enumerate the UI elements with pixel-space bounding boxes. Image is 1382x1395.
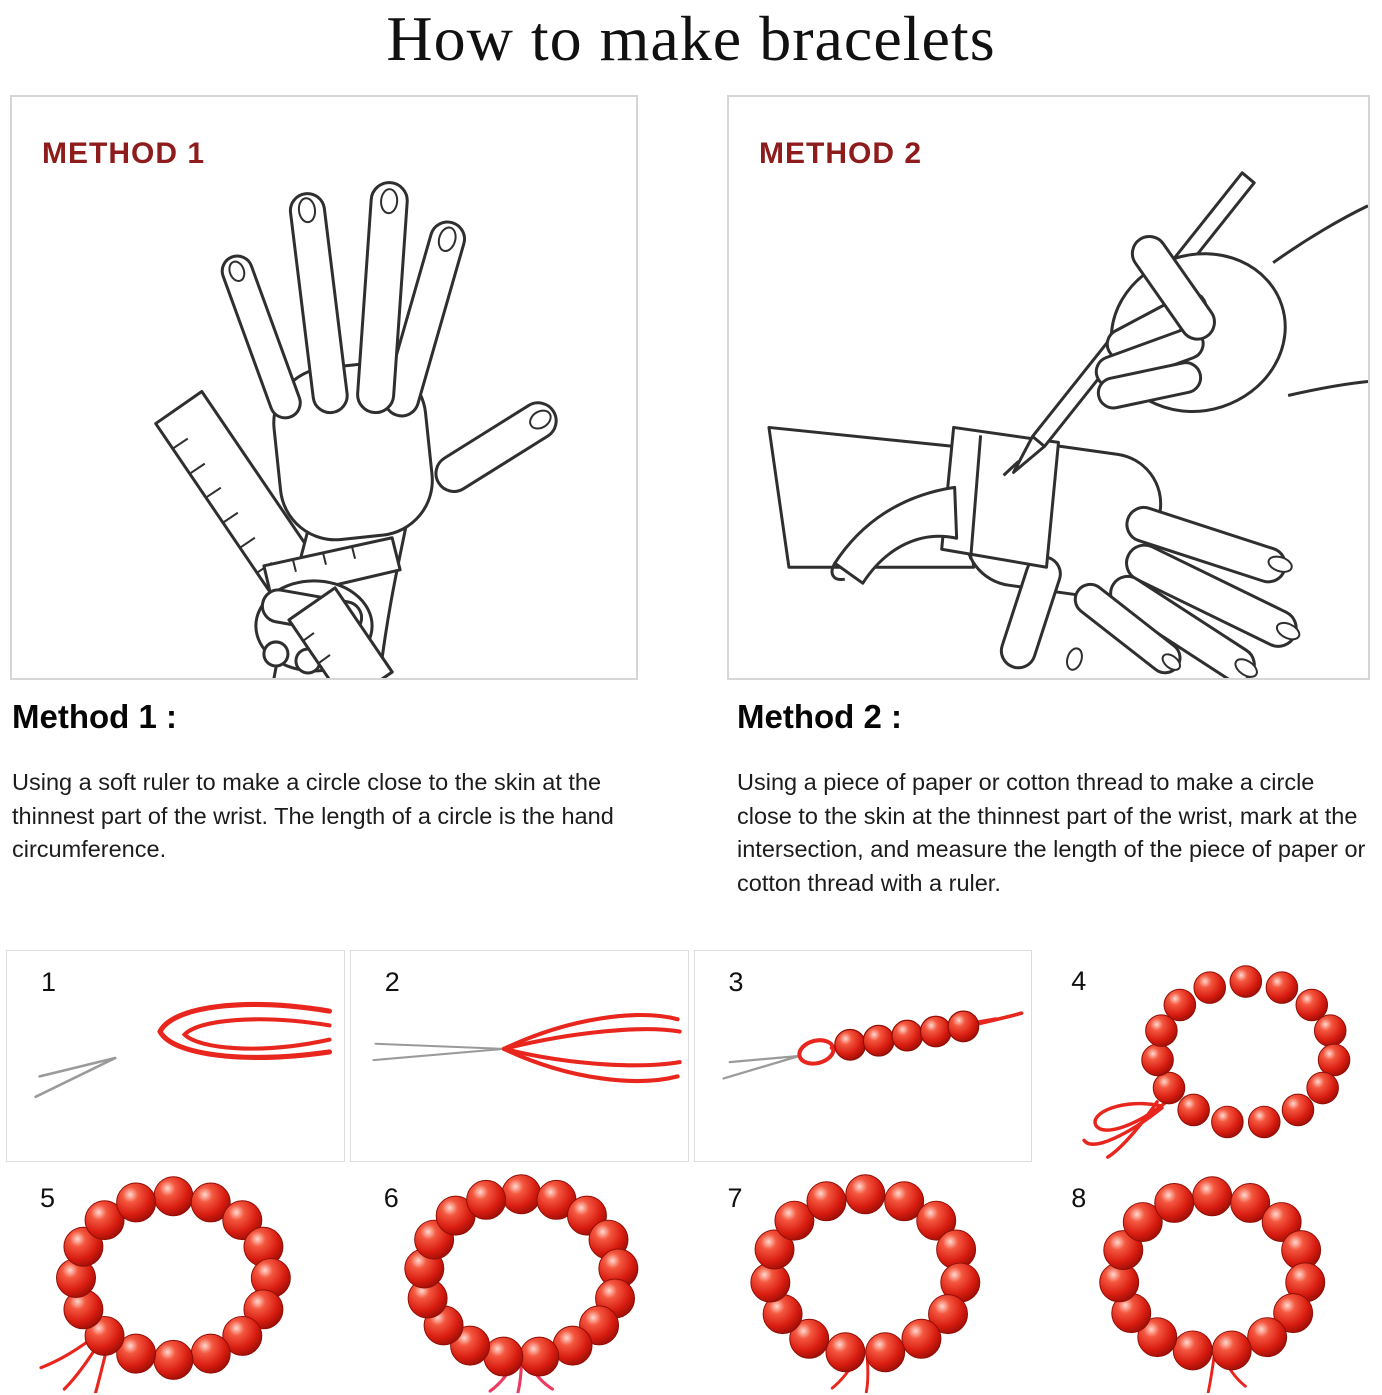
step4-illustration bbox=[1082, 965, 1351, 1159]
step1-illustration bbox=[34, 1002, 333, 1099]
method1-heading: Method 1 : bbox=[12, 698, 177, 735]
step-panel-8: 8 bbox=[1037, 1167, 1376, 1393]
method2-heading: Method 2 : bbox=[737, 698, 902, 735]
step-number: 2 bbox=[384, 967, 400, 997]
step3-illustration bbox=[721, 1010, 1023, 1080]
steps-grid: 1 2 bbox=[6, 950, 1376, 1393]
needle-icon bbox=[372, 1042, 505, 1062]
cord-loop-icon bbox=[1082, 1098, 1171, 1159]
fingernails bbox=[228, 188, 552, 430]
step-number: 3 bbox=[728, 967, 744, 997]
method2-panel: METHOD 2 bbox=[727, 95, 1370, 680]
bead-strand bbox=[833, 1010, 979, 1061]
paper-strip-icon bbox=[830, 425, 1060, 585]
method1-illustration bbox=[154, 181, 558, 678]
step-number: 8 bbox=[1071, 1183, 1087, 1213]
bracelet-illustration bbox=[749, 1174, 980, 1373]
tape-front-ticks bbox=[291, 546, 357, 573]
step-number: 7 bbox=[727, 1183, 743, 1213]
method1-panel: METHOD 1 bbox=[10, 95, 638, 680]
fingernails bbox=[1065, 555, 1301, 678]
step-number: 1 bbox=[41, 967, 57, 997]
method2-label: METHOD 2 bbox=[759, 137, 923, 170]
bracelet-illustration bbox=[404, 1174, 639, 1377]
threaded-cord-icon bbox=[501, 1013, 682, 1083]
step-panel-4: 4 bbox=[1037, 950, 1376, 1162]
method2-illustration bbox=[767, 171, 1368, 678]
upper-hand-icon bbox=[1094, 204, 1368, 413]
step-panel-5: 5 bbox=[6, 1167, 345, 1393]
page-title: How to make bracelets bbox=[386, 3, 996, 74]
step-panel-3: 3 bbox=[693, 950, 1033, 1162]
step-panel-1: 1 bbox=[6, 950, 345, 1162]
step6-illustration bbox=[404, 1174, 639, 1393]
bracelet-illustration bbox=[56, 1176, 291, 1380]
method1-label: METHOD 1 bbox=[42, 137, 206, 170]
step-number: 4 bbox=[1071, 966, 1087, 996]
step5-illustration bbox=[39, 1176, 291, 1393]
needle-icon bbox=[721, 1054, 800, 1080]
bracelet-illustration bbox=[1099, 1176, 1326, 1371]
needle-icon bbox=[34, 1056, 117, 1099]
step-panel-6: 6 bbox=[349, 1167, 689, 1393]
method2-text: Method 2 : Using a piece of paper or cot… bbox=[737, 698, 1373, 900]
bracelet-illustration bbox=[1141, 965, 1351, 1139]
step8-illustration bbox=[1099, 1176, 1326, 1393]
method1-text: Method 1 : Using a soft ruler to make a … bbox=[12, 698, 634, 867]
tape-over-fist bbox=[287, 586, 394, 678]
pen-mark bbox=[1002, 460, 1020, 477]
step7-illustration bbox=[749, 1174, 980, 1393]
step-panel-2: 2 bbox=[349, 950, 689, 1162]
method2-description: Using a piece of paper or cotton thread … bbox=[737, 769, 1366, 896]
step-number: 6 bbox=[383, 1183, 399, 1213]
method1-description: Using a soft ruler to make a circle clos… bbox=[12, 769, 614, 863]
folded-cord-icon bbox=[157, 1002, 333, 1060]
step-panel-7: 7 bbox=[693, 1167, 1033, 1393]
tape-over-fist-ticks bbox=[302, 632, 331, 664]
step2-illustration bbox=[372, 1013, 682, 1083]
step-number: 5 bbox=[40, 1183, 56, 1213]
